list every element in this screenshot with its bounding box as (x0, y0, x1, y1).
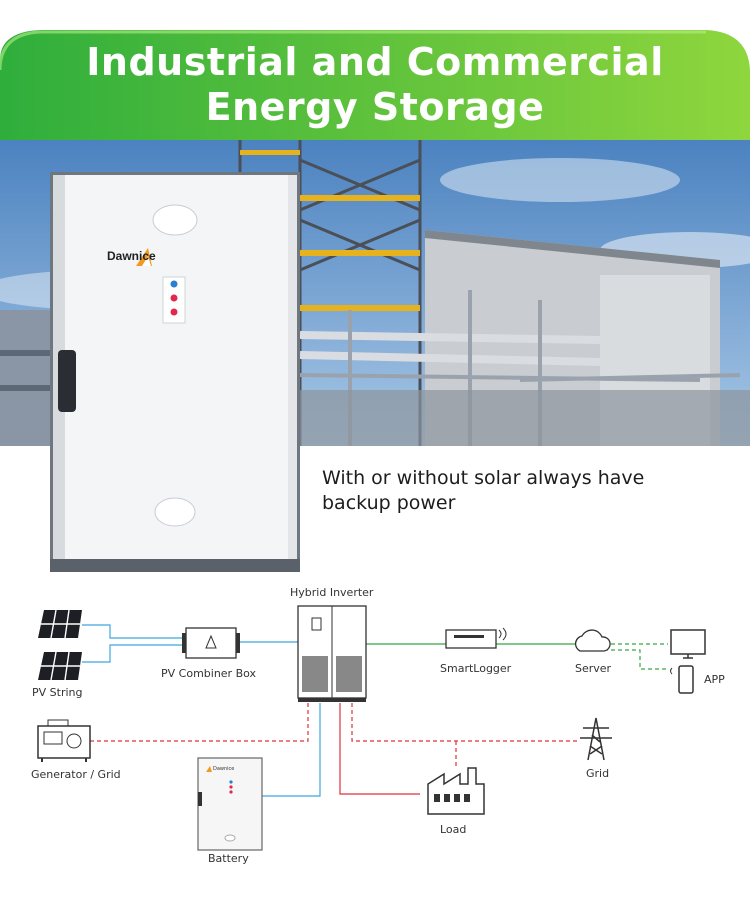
system-diagram: Hybrid Inverter PV String PV Combiner Bo… (0, 578, 750, 893)
combiner-box-icon (182, 627, 240, 659)
smartlogger-label: SmartLogger (440, 662, 512, 675)
indicator-red-icon (170, 294, 178, 302)
app-label: APP (704, 673, 725, 686)
tagline-line-2: backup power (322, 492, 456, 514)
title-banner: Industrial and Commercial Energy Storage (0, 0, 750, 140)
banner-background (0, 30, 750, 140)
battery-label: Battery (208, 852, 249, 865)
generator-grid-label: Generator / Grid (31, 768, 121, 781)
battery-brand-label: Dawnice (213, 766, 235, 772)
inverter-icon (297, 605, 367, 702)
pylon-icon (580, 717, 612, 761)
pv-string-label: PV String (32, 686, 83, 699)
grid-label: Grid (586, 767, 610, 780)
phone-icon (670, 665, 694, 694)
solar-panel-icon (38, 609, 82, 639)
solar-panel-icon-2 (38, 651, 82, 681)
dawnice-logo-icon (136, 248, 152, 266)
diagram-lines (37, 605, 706, 851)
tagline-line-1: With or without solar always have (322, 467, 645, 489)
factory-icon (427, 767, 485, 815)
energy-storage-cabinet: Dawnice (50, 172, 300, 572)
title-line-2: Energy Storage (205, 85, 545, 129)
battery-cabinet-icon (197, 757, 263, 851)
indicator-red-icon-2 (170, 308, 178, 316)
dc-connections (82, 624, 321, 797)
pv-combiner-box-label: PV Combiner Box (161, 667, 257, 680)
load-label: Load (440, 823, 467, 836)
monitor-icon (670, 629, 706, 659)
cabinet-graphic (50, 172, 300, 572)
cloud-icon (574, 629, 611, 652)
page-title: Industrial and Commercial Energy Storage (0, 40, 750, 130)
cabinet-brand: Dawnice (107, 249, 156, 263)
server-label: Server (575, 662, 612, 675)
smartlogger-icon (445, 627, 507, 649)
hybrid-inverter-label: Hybrid Inverter (290, 586, 374, 599)
title-line-1: Industrial and Commercial (86, 40, 664, 84)
indicator-blue-icon (170, 280, 178, 288)
tagline: With or without solar always have backup… (322, 466, 732, 516)
generator-icon (37, 719, 91, 762)
